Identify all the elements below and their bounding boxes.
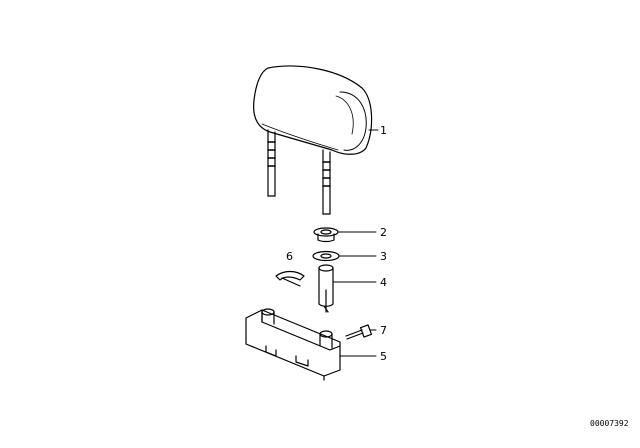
leader-lines	[332, 129, 379, 357]
callout-6: 6	[286, 250, 293, 263]
headrest-post-right	[322, 149, 331, 215]
guide-sleeve-part-4	[318, 264, 334, 313]
guide-bush-part-2	[313, 227, 339, 243]
callout-3: 3	[380, 250, 387, 263]
screw-part-7	[345, 324, 373, 340]
headrest-post-left	[267, 129, 276, 197]
callout-1: 1	[380, 124, 387, 137]
callout-4: 4	[380, 276, 387, 289]
washer-part-3	[312, 250, 340, 262]
headrest-cushion	[253, 65, 373, 215]
mounting-bracket-part-5	[245, 308, 341, 381]
callout-7: 7	[380, 324, 387, 337]
spring-clip-part-6	[275, 270, 305, 287]
callout-2: 2	[380, 226, 387, 239]
reference-code: 00007392	[590, 419, 629, 428]
callout-5: 5	[380, 350, 387, 363]
